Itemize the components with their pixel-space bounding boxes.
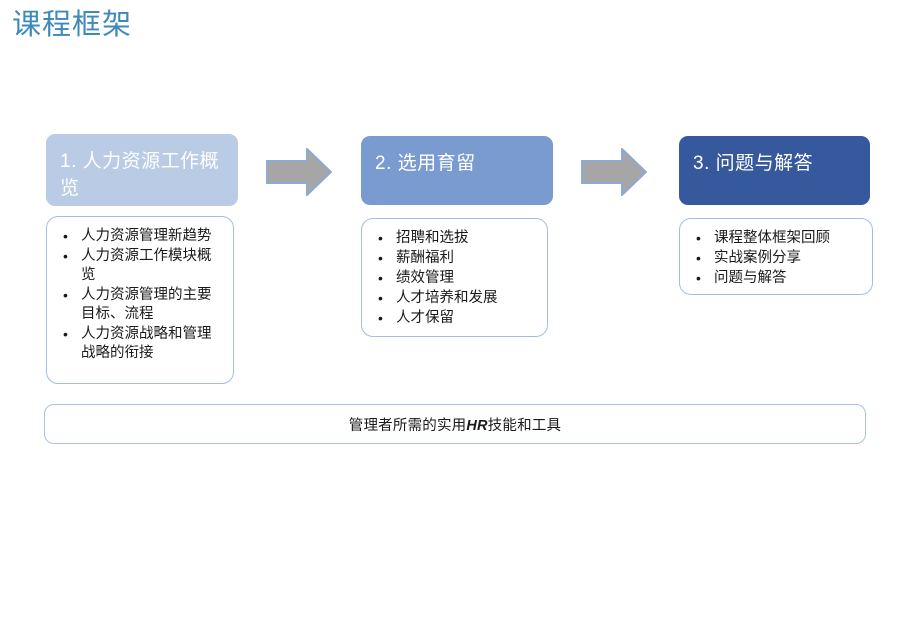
arrow-right-icon-1 (266, 146, 333, 198)
summary-text-emphasis: HR (466, 417, 488, 434)
page-title: 课程框架 (12, 9, 133, 41)
bullet-dot-icon: • (696, 270, 701, 286)
list-item-label: 薪酬福利 (396, 250, 454, 266)
list-item[interactable]: • 人力资源战略和管理战略的衔接 (53, 325, 225, 363)
list-item-label: 问题与解答 (714, 270, 787, 286)
bullet-dot-icon: • (63, 248, 68, 264)
list-item-label: 人才培养和发展 (396, 290, 498, 306)
arrow-right-icon-2 (581, 146, 648, 198)
bullet-dot-icon: • (63, 228, 68, 244)
list-item[interactable]: • 薪酬福利 (368, 249, 539, 268)
bullet-dot-icon: • (378, 230, 383, 246)
list-item-label: 实战案例分享 (714, 250, 801, 266)
bullet-dot-icon: • (63, 287, 68, 303)
list-item[interactable]: • 实战案例分享 (686, 249, 864, 268)
column-header-1[interactable]: 1. 人力资源工作概览 (46, 134, 238, 206)
bullet-list-1-items: • 人力资源管理新趋势 • 人力资源工作模块概览 • 人力资源管理的主要目标、流… (53, 227, 225, 363)
list-item[interactable]: • 人力资源管理的主要目标、流程 (53, 286, 225, 324)
list-item[interactable]: • 人力资源管理新趋势 (53, 227, 225, 246)
list-item[interactable]: • 招聘和选拔 (368, 229, 539, 248)
list-item[interactable]: • 绩效管理 (368, 269, 539, 288)
list-item[interactable]: • 问题与解答 (686, 269, 864, 288)
bullet-list-3-items: • 课程整体框架回顾 • 实战案例分享 • 问题与解答 (686, 229, 864, 288)
bullet-list-2-items: • 招聘和选拔 • 薪酬福利 • 绩效管理 • 人才培养和发展 • 人才保留 (368, 229, 539, 328)
list-item[interactable]: • 人才培养和发展 (368, 289, 539, 308)
list-item[interactable]: • 人才保留 (368, 309, 539, 328)
bullet-dot-icon: • (378, 250, 383, 266)
bullet-list-3: • 课程整体框架回顾 • 实战案例分享 • 问题与解答 (679, 218, 873, 295)
list-item-label: 人才保留 (396, 310, 454, 326)
list-item-label: 课程整体框架回顾 (714, 230, 830, 246)
bullet-dot-icon: • (696, 250, 701, 266)
bullet-dot-icon: • (378, 290, 383, 306)
list-item-label: 人力资源管理的主要目标、流程 (81, 287, 212, 322)
summary-banner: 管理者所需的实用HR技能和工具 (44, 404, 866, 444)
summary-banner-text: 管理者所需的实用HR技能和工具 (349, 414, 561, 435)
list-item-label: 绩效管理 (396, 270, 454, 286)
list-item[interactable]: • 人力资源工作模块概览 (53, 247, 225, 285)
bullet-dot-icon: • (696, 230, 701, 246)
summary-text-after: 技能和工具 (487, 417, 562, 434)
summary-text-before: 管理者所需的实用 (348, 417, 467, 434)
list-item-label: 招聘和选拔 (396, 230, 469, 246)
column-header-2[interactable]: 2. 选用育留 (361, 136, 553, 205)
bullet-dot-icon: • (378, 270, 383, 286)
bullet-dot-icon: • (63, 326, 68, 342)
bullet-list-1: • 人力资源管理新趋势 • 人力资源工作模块概览 • 人力资源管理的主要目标、流… (46, 216, 234, 384)
list-item-label: 人力资源战略和管理战略的衔接 (81, 326, 212, 361)
bullet-dot-icon: • (378, 310, 383, 326)
bullet-list-2: • 招聘和选拔 • 薪酬福利 • 绩效管理 • 人才培养和发展 • 人才保留 (361, 218, 548, 337)
list-item-label: 人力资源管理新趋势 (81, 228, 212, 244)
column-header-3[interactable]: 3. 问题与解答 (679, 136, 870, 205)
list-item[interactable]: • 课程整体框架回顾 (686, 229, 864, 248)
list-item-label: 人力资源工作模块概览 (81, 248, 212, 283)
